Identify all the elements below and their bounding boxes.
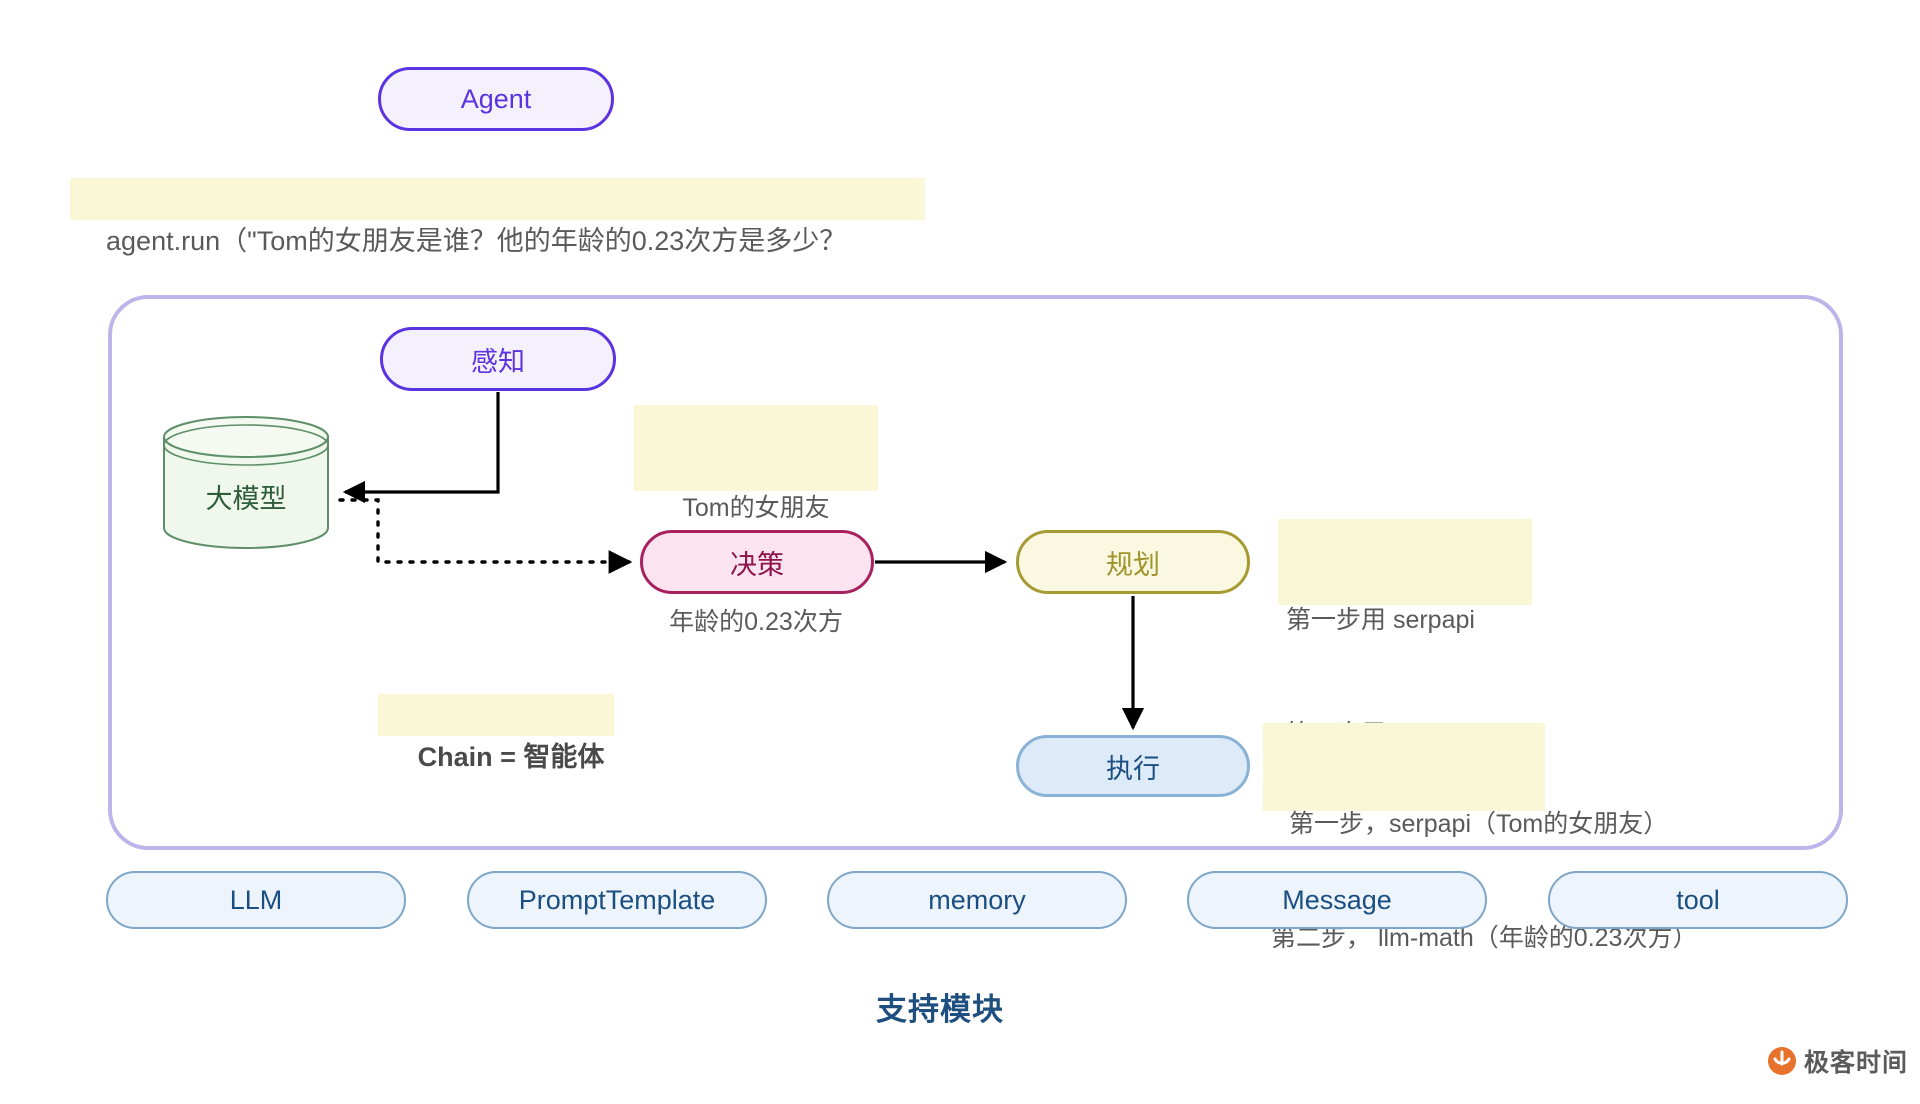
annotation-execution-line1: 第一步，serpapi（Tom的女朋友） <box>1289 810 1669 838</box>
module-message[interactable]: Message <box>1187 871 1487 929</box>
module-message-label: Message <box>1282 884 1392 915</box>
cylinder-shape <box>163 416 329 549</box>
module-tool-label: tool <box>1676 884 1720 915</box>
node-planning[interactable]: 规划 <box>1016 530 1250 594</box>
node-decision-label: 决策 <box>730 549 784 580</box>
watermark: 极客时间 <box>1767 1043 1908 1079</box>
watermark-text: 极客时间 <box>1804 1049 1909 1077</box>
annotation-perception-line2: 年龄的0.23次方 <box>669 608 843 636</box>
node-perception-label: 感知 <box>471 346 525 377</box>
node-agent[interactable]: Agent <box>378 67 614 131</box>
node-model-cylinder[interactable]: 大模型 <box>160 415 332 550</box>
chain-label-text: Chain = 智能体 <box>417 742 605 772</box>
module-llm[interactable]: LLM <box>106 871 406 929</box>
annotation-perception: Tom的女朋友 年龄的0.23次方 <box>634 405 878 636</box>
node-planning-label: 规划 <box>1106 549 1160 580</box>
chain-container <box>108 295 1843 850</box>
module-prompttemplate-label: PromptTemplate <box>518 884 716 915</box>
annotation-execution: 第一步，serpapi（Tom的女朋友） 第二步， llm-math（年龄的0.… <box>1263 723 1697 952</box>
annotation-perception-line1: Tom的女朋友 <box>682 494 830 522</box>
agent-run-call-text: agent.run（"Tom的女朋友是谁？他的年龄的0.23次方是多少？ <box>106 226 847 256</box>
support-modules-caption-text: 支持模块 <box>876 992 1004 1027</box>
node-perception[interactable]: 感知 <box>380 327 616 391</box>
module-memory-label: memory <box>928 884 1026 915</box>
annotation-planning: 第一步用 serpapi 第二步用 llm-math <box>1278 519 1532 748</box>
node-decision[interactable]: 决策 <box>640 530 874 594</box>
support-modules-caption: 支持模块 <box>810 984 1070 1029</box>
node-execution-label: 执行 <box>1106 753 1160 784</box>
agent-run-call: agent.run（"Tom的女朋友是谁？他的年龄的0.23次方是多少？ <box>70 178 925 256</box>
module-tool[interactable]: tool <box>1548 871 1848 929</box>
module-memory[interactable]: memory <box>827 871 1127 929</box>
node-model-label: 大模型 <box>205 484 287 514</box>
chain-label: Chain = 智能体 <box>378 694 614 772</box>
module-llm-label: LLM <box>229 884 283 915</box>
geek-time-logo-icon <box>1768 1047 1796 1075</box>
node-agent-label: Agent <box>460 83 532 114</box>
annotation-planning-line1: 第一步用 serpapi <box>1286 606 1475 634</box>
node-execution[interactable]: 执行 <box>1016 735 1250 797</box>
module-prompttemplate[interactable]: PromptTemplate <box>467 871 767 929</box>
